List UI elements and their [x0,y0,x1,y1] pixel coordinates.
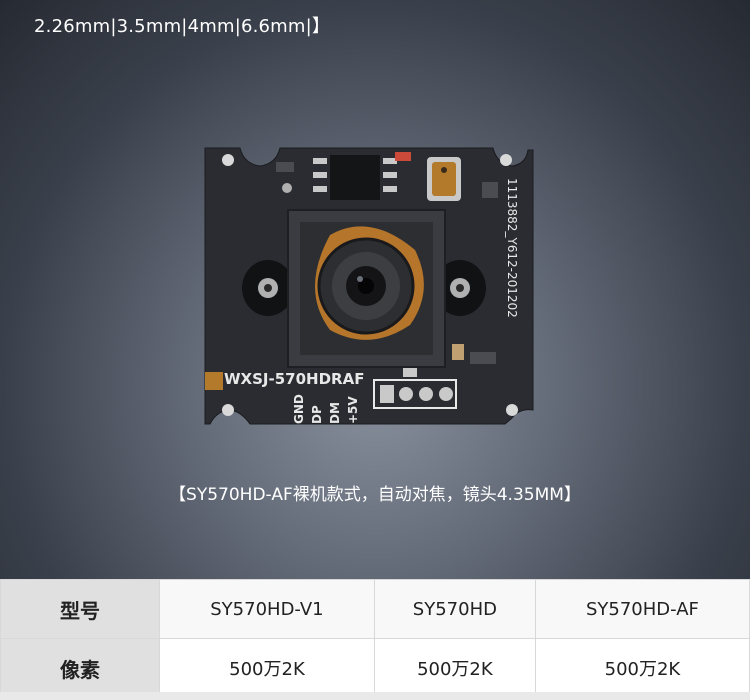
table-row: 像素 500万2K 500万2K 500万2K [0,638,750,698]
table-cell: SY570HD-V1 [159,579,375,639]
corner-hole [222,404,234,416]
table-cell: SY570HD-AF [534,579,750,639]
ic-chip [330,155,380,200]
table-cell: 500万2K [159,638,375,698]
table-row: 型号 SY570HD-V1 SY570HD SY570HD-AF [0,579,750,639]
table-cell: 500万2K [373,638,536,698]
silk-code: 1113882_Y612-201202 [505,178,519,318]
pin-label: DM [328,402,342,424]
corner-hole [500,154,512,166]
mount-hole-right [434,260,486,316]
row-header: 像素 [0,638,160,698]
pin-label: DP [310,405,324,424]
product-caption: 【SY570HD-AF裸机款式，自动对焦，镜头4.35MM】 [169,485,581,505]
pin-label: GND [292,394,306,424]
pin-header [373,368,457,409]
row-header: 型号 [0,579,160,639]
table-cell: 500万2K [534,638,750,698]
corner-hole [222,154,234,166]
table-cell: SY570HD [373,579,536,639]
table-row-partial [0,692,750,700]
silk-name: WXSJ-570HDRAF [224,370,364,388]
corner-hole [506,404,518,416]
top-caption: 2.26mm|3.5mm|4mm|6.6mm|】 [34,16,331,37]
mount-hole-left [242,260,294,316]
pin-labels: GND DP DM +5V [292,394,360,424]
camera-module-photo: WXSJ-570HDRAF 1113882_Y612-201202 GND DP… [204,147,534,425]
pin-label: +5V [346,396,360,424]
spec-table: 型号 SY570HD-V1 SY570HD SY570HD-AF 像素 500万… [0,579,750,698]
